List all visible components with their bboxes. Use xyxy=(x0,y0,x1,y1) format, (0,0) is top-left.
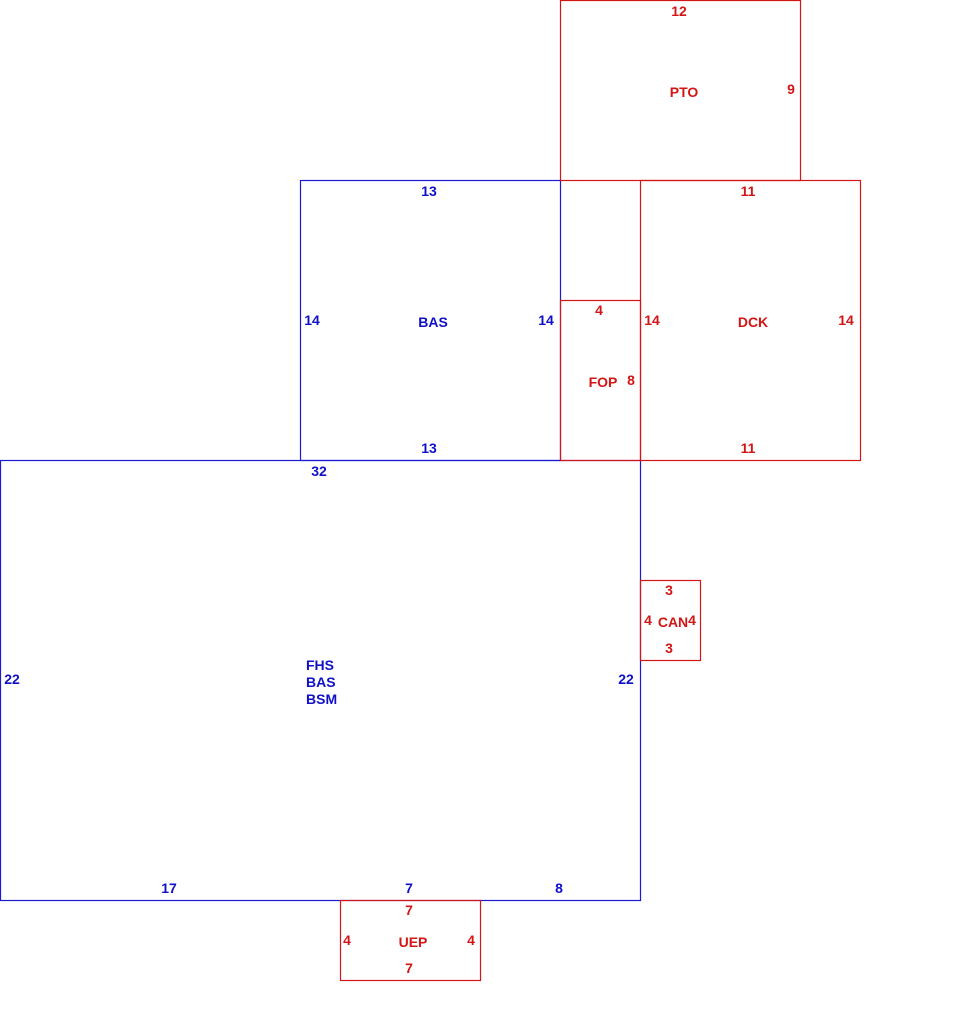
fop-outline xyxy=(559,299,642,462)
bas-upper-left-dimension: 14 xyxy=(304,312,320,328)
main-top-dimension: 32 xyxy=(311,463,327,479)
main-bottom-dimension-right: 8 xyxy=(555,880,563,896)
uep-top-dimension: 7 xyxy=(405,902,413,918)
pto-top-dimension: 12 xyxy=(671,3,687,19)
bas-upper-top-dimension: 13 xyxy=(421,183,437,199)
can-label: CAN xyxy=(658,614,688,630)
main-bottom-dimension-middle: 7 xyxy=(405,880,413,896)
dck-label: DCK xyxy=(738,314,768,330)
dck-bottom-dimension: 11 xyxy=(741,440,756,456)
dck-top-dimension: 11 xyxy=(741,183,756,199)
uep-left-dimension: 4 xyxy=(343,932,351,948)
uep-label: UEP xyxy=(399,934,428,950)
pto-right-dimension: 9 xyxy=(787,81,795,97)
pto-label: PTO xyxy=(670,84,699,100)
uep-bottom-dimension: 7 xyxy=(405,960,413,976)
can-bottom-dimension: 3 xyxy=(665,640,673,656)
can-top-dimension: 3 xyxy=(665,582,673,598)
fop-label: FOP xyxy=(589,374,618,390)
dck-left-dimension: 14 xyxy=(644,312,660,328)
bas-upper-right-dimension: 14 xyxy=(538,312,554,328)
main-label-fhs: FHS xyxy=(306,657,334,673)
main-label-bas: BAS xyxy=(306,674,336,690)
main-right-dimension: 22 xyxy=(618,671,634,687)
can-left-dimension: 4 xyxy=(644,612,652,628)
dck-right-dimension: 14 xyxy=(838,312,854,328)
bas-upper-bottom-dimension: 13 xyxy=(421,440,437,456)
uep-right-dimension: 4 xyxy=(467,932,475,948)
fop-top-dimension: 4 xyxy=(595,302,603,318)
main-label-bsm: BSM xyxy=(306,691,337,707)
main-bottom-dimension-left: 17 xyxy=(161,880,177,896)
main-left-dimension: 22 xyxy=(4,671,20,687)
main-area-outline xyxy=(0,459,642,902)
uep-outline xyxy=(339,899,482,982)
can-outline xyxy=(639,579,702,662)
can-right-dimension: 4 xyxy=(688,612,696,628)
fop-right-dimension: 8 xyxy=(627,372,635,388)
bas-upper-label: BAS xyxy=(418,314,448,330)
